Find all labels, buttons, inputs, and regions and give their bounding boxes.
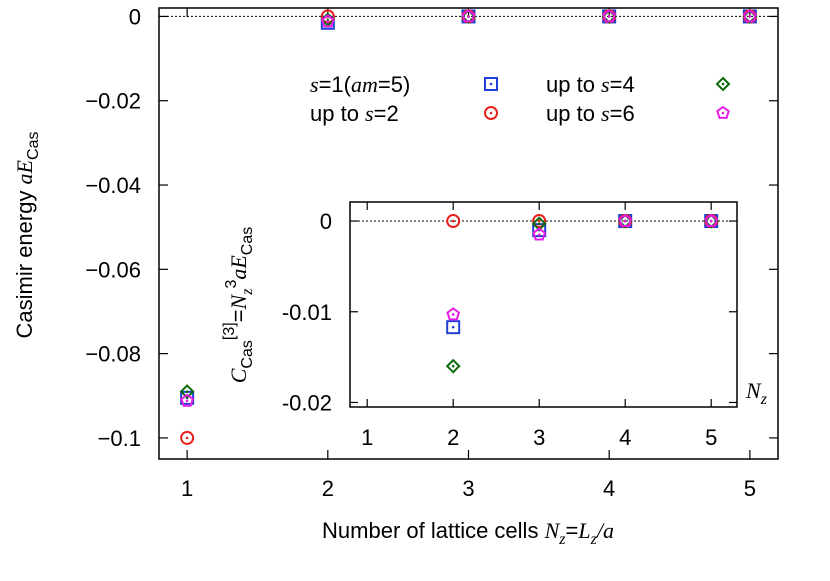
x-tick-label: 2: [447, 425, 459, 450]
y-tick-label: −0.04: [85, 173, 141, 198]
data-point-pentagon: [704, 213, 719, 227]
legend-marker-pentagon: [716, 105, 730, 119]
legend-marker-circle: [484, 106, 498, 120]
inset-x-axis-label: Nz: [745, 378, 768, 408]
data-point-diamond: [179, 384, 195, 399]
x-tick-label: 2: [322, 476, 334, 501]
data-point-pentagon: [461, 9, 476, 23]
data-point-pentagon: [180, 393, 195, 407]
legend: s=1(am=5) up to s=2 up to s=4 up to s=6: [310, 72, 731, 126]
data-point-pentagon: [532, 227, 547, 241]
y-tick-label: −0.08: [85, 342, 141, 367]
x-tick-label: 4: [603, 476, 615, 501]
legend-label-s6: up to s=6: [546, 101, 635, 126]
y-tick-label: 0: [320, 209, 332, 234]
x-tick-label: 1: [181, 476, 193, 501]
y-tick-label: −0.02: [85, 89, 141, 114]
x-tick-label: 3: [462, 476, 474, 501]
y-tick-label: −0.1: [98, 426, 141, 451]
data-point-diamond: [445, 358, 461, 374]
data-point-circle: [446, 214, 461, 229]
x-axis-label: Number of lattice cells Nz=Lz/a: [322, 518, 614, 548]
x-tick-label: 1: [361, 425, 373, 450]
x-tick-label: 5: [744, 476, 756, 501]
y-tick-label: -0.01: [282, 300, 332, 325]
legend-label-s1: s=1(am=5): [310, 72, 410, 97]
data-point-pentagon: [602, 9, 617, 23]
y-tick-label: −0.06: [85, 257, 141, 282]
x-tick-label: 4: [619, 425, 631, 450]
main-data-points: [179, 9, 758, 445]
legend-marker-square: [484, 77, 498, 91]
x-tick-label: 5: [705, 425, 717, 450]
legend-label-s4: up to s=4: [546, 72, 635, 97]
data-point-pentagon: [320, 14, 335, 28]
data-point-circle: [180, 430, 195, 445]
y-tick-label: -0.02: [282, 390, 332, 415]
main-axis-ticks: 1 2 3 4 5 0 −0.02 −0.04 −0.06 −0.08 −0.1: [85, 4, 778, 501]
inset-data-points: [445, 213, 719, 374]
inset-y-axis-label: CCas[3]=Nz3aECas: [221, 227, 256, 384]
data-point-pentagon: [446, 307, 461, 321]
y-axis-label: Casimir energy aECas: [12, 132, 42, 339]
data-point-square: [446, 320, 461, 335]
legend-markers: [484, 76, 731, 120]
data-point-pentagon: [618, 213, 633, 227]
legend-label-s2: up to s=2: [310, 101, 399, 126]
data-point-circle: [532, 214, 547, 229]
data-point-pentagon: [742, 9, 757, 23]
y-tick-label: 0: [129, 4, 141, 29]
x-tick-label: 3: [533, 425, 545, 450]
inset-axis-ticks: 1 2 3 4 5 0 -0.01 -0.02: [282, 202, 737, 450]
legend-marker-diamond: [715, 76, 731, 92]
